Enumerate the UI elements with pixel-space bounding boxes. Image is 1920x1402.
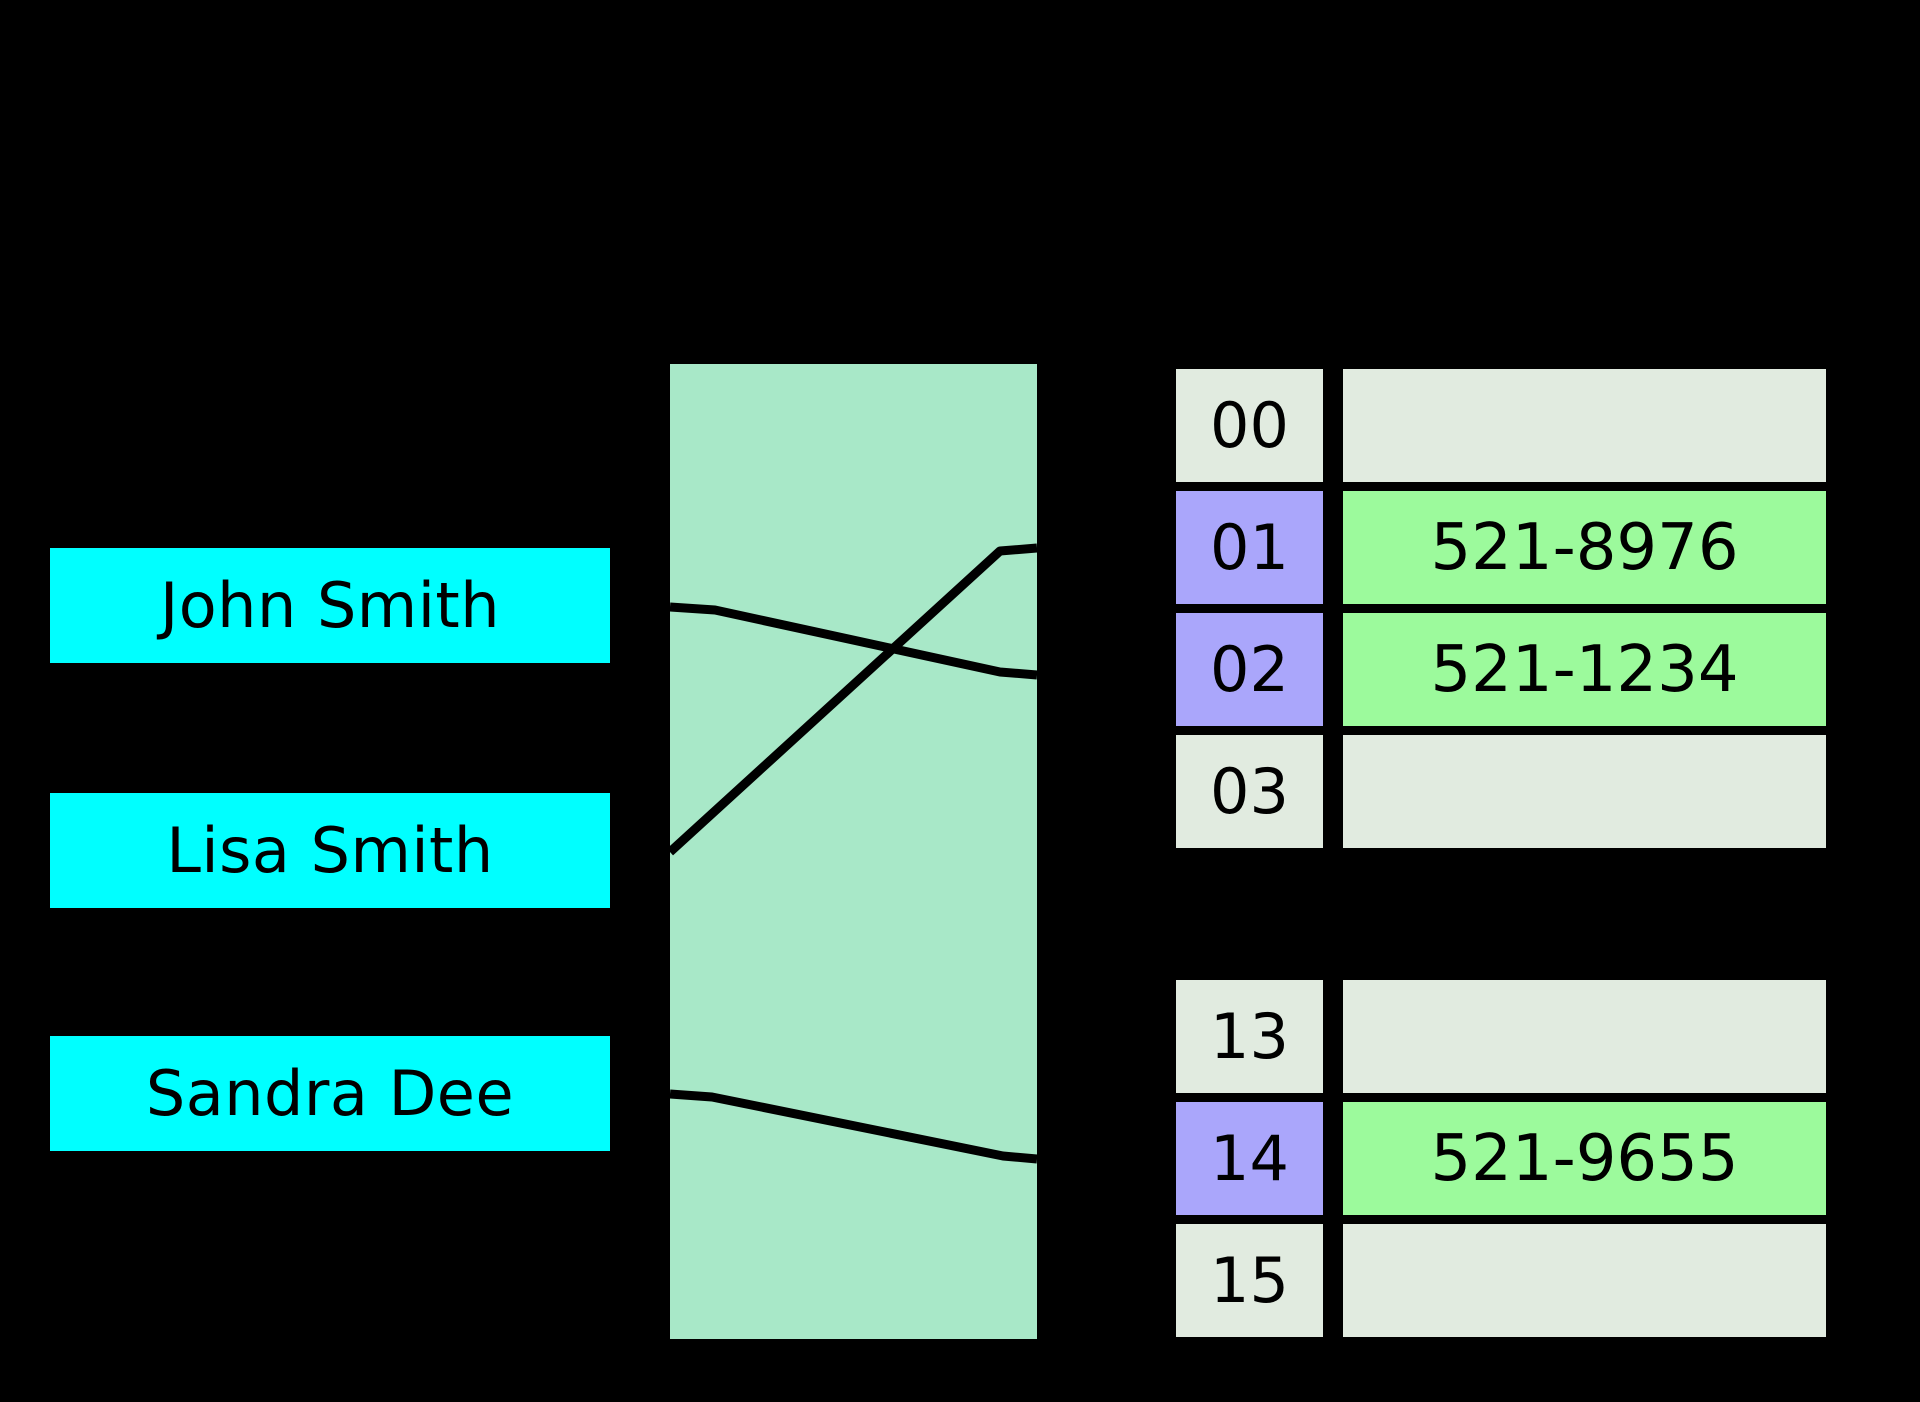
- bucket-index-cell[interactable]: 01: [1176, 491, 1323, 604]
- bucket-value-cell[interactable]: [1343, 1224, 1826, 1337]
- bucket-index-cell[interactable]: 13: [1176, 980, 1323, 1093]
- bucket-value-label: 521-8976: [1430, 510, 1739, 585]
- key-box-john-smith[interactable]: John Smith: [50, 548, 610, 663]
- bucket-value-cell[interactable]: [1343, 735, 1826, 848]
- hash-function-box: [670, 364, 1037, 1339]
- bucket-index-label: 02: [1210, 632, 1289, 706]
- bucket-index-label: 15: [1210, 1243, 1289, 1317]
- bucket-value-cell[interactable]: 521-9655: [1343, 1102, 1826, 1215]
- bucket-index-label: 14: [1210, 1121, 1289, 1195]
- bucket-index-label: 03: [1210, 754, 1289, 828]
- key-label: John Smith: [159, 568, 501, 642]
- bucket-value-cell[interactable]: 521-8976: [1343, 491, 1826, 604]
- bucket-index-label: 01: [1210, 510, 1289, 584]
- bucket-index-cell[interactable]: 14: [1176, 1102, 1323, 1215]
- bucket-index-cell[interactable]: 15: [1176, 1224, 1323, 1337]
- bucket-index-cell[interactable]: 02: [1176, 613, 1323, 726]
- key-box-sandra-dee[interactable]: Sandra Dee: [50, 1036, 610, 1151]
- bucket-index-cell[interactable]: 00: [1176, 369, 1323, 482]
- bucket-value-label: 521-9655: [1430, 1121, 1739, 1196]
- bucket-value-cell[interactable]: 521-1234: [1343, 613, 1826, 726]
- bucket-value-cell[interactable]: [1343, 980, 1826, 1093]
- key-label: Sandra Dee: [145, 1056, 515, 1130]
- key-label: Lisa Smith: [166, 813, 494, 887]
- bucket-index-label: 13: [1210, 999, 1289, 1073]
- bucket-value-cell[interactable]: [1343, 369, 1826, 482]
- bucket-value-label: 521-1234: [1430, 632, 1739, 707]
- key-box-lisa-smith[interactable]: Lisa Smith: [50, 793, 610, 908]
- bucket-index-cell[interactable]: 03: [1176, 735, 1323, 848]
- bucket-index-label: 00: [1210, 388, 1289, 462]
